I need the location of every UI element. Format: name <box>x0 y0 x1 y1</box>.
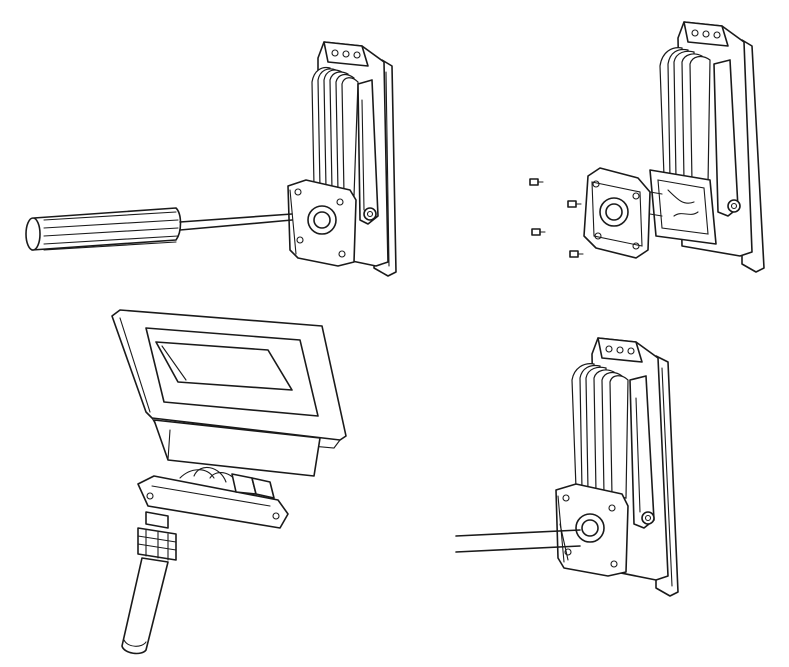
panel-2 <box>529 21 765 273</box>
junction-box-cover <box>583 167 663 259</box>
floodlight-2 <box>649 21 765 273</box>
cable-gland <box>137 511 177 561</box>
floodlight-front <box>111 309 347 477</box>
screwdriver <box>25 207 293 251</box>
floodlight-1 <box>287 41 397 277</box>
panel-4 <box>455 337 679 597</box>
power-cable-3 <box>121 557 169 655</box>
panel-1 <box>25 41 397 277</box>
screws <box>529 178 584 258</box>
power-cable-4 <box>455 523 581 561</box>
floodlight-4 <box>555 337 679 597</box>
panel-3 <box>111 309 347 655</box>
wiring-tray <box>137 466 289 529</box>
